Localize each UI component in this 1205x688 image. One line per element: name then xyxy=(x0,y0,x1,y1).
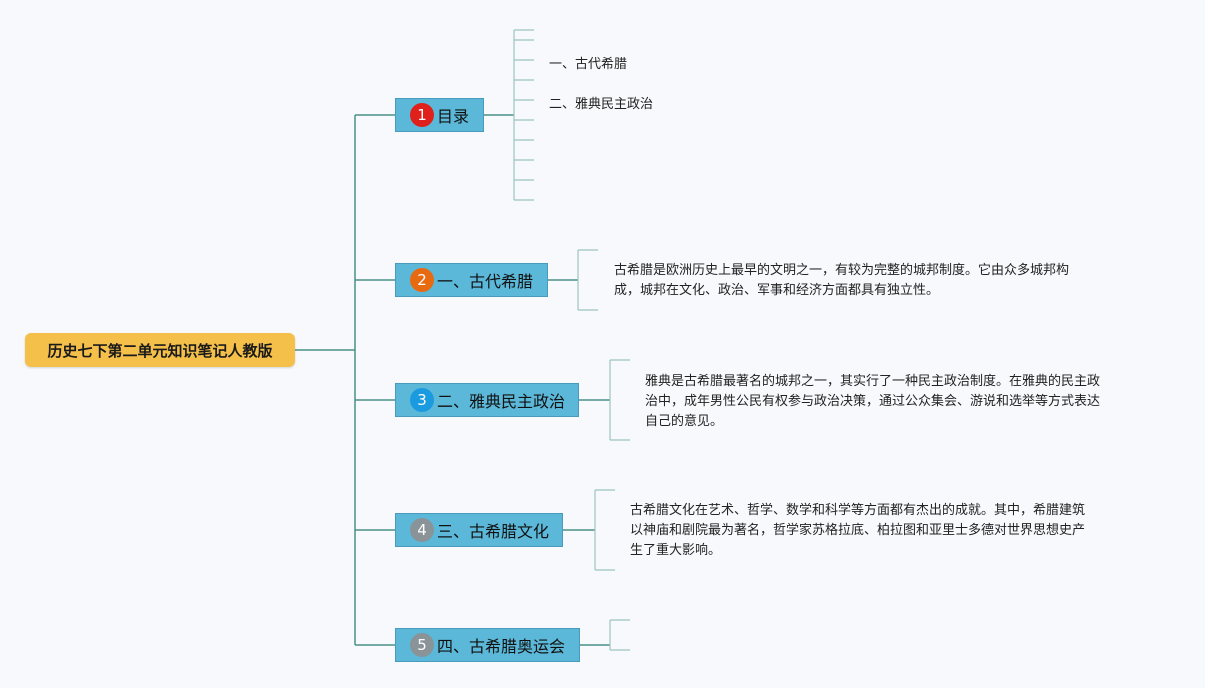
description-line: 治中，成年男性公民有权参与政治决策，通过公众集会、游说和选举等方式表达 xyxy=(645,394,1101,409)
root-title: 历史七下第二单元知识笔记人教版 xyxy=(47,341,273,360)
description-line: 古希腊文化在艺术、哲学、数学和科学等方面都有杰出的成就。其中，希腊建筑 xyxy=(630,503,1086,518)
topic-label: 二、雅典民主政治 xyxy=(437,392,566,411)
root-node[interactable]: 历史七下第二单元知识笔记人教版 xyxy=(25,333,295,367)
topic-olympics[interactable]: 5 四、古希腊奥运会 xyxy=(395,628,580,662)
number-badge-4: 4 xyxy=(410,518,434,542)
subtopic-ancient-greece[interactable]: 一、古代希腊 xyxy=(549,57,628,72)
description-athens-democracy: 雅典是古希腊最著名的城邦之一，其实行了一种民主政治制度。在雅典的民主政 治中，成… xyxy=(645,372,1100,432)
description-line: 生了重大影响。 xyxy=(630,543,722,558)
description-line: 成，城邦在文化、政治、军事和经济方面都具有独立性。 xyxy=(614,283,940,298)
topic-contents[interactable]: 1 目录 xyxy=(395,98,484,132)
number-badge-5: 5 xyxy=(410,633,434,657)
topic-athens-democracy[interactable]: 3 二、雅典民主政治 xyxy=(395,383,579,417)
description-line: 雅典是古希腊最著名的城邦之一，其实行了一种民主政治制度。在雅典的民主政 xyxy=(645,374,1101,389)
topic-greek-culture[interactable]: 4 三、古希腊文化 xyxy=(395,513,563,547)
description-ancient-greece: 古希腊是欧洲历史上最早的文明之一，有较为完整的城邦制度。它由众多城邦构 成，城邦… xyxy=(614,261,1069,301)
subtopic-athens-democracy[interactable]: 二、雅典民主政治 xyxy=(549,97,654,112)
topic-label: 四、古希腊奥运会 xyxy=(437,637,566,656)
topic-ancient-greece[interactable]: 2 一、古代希腊 xyxy=(395,263,548,297)
description-line: 以神庙和剧院最为著名，哲学家苏格拉底、柏拉图和亚里士多德对世界思想史产 xyxy=(630,523,1086,538)
description-line: 古希腊是欧洲历史上最早的文明之一，有较为完整的城邦制度。它由众多城邦构 xyxy=(614,263,1070,278)
topic-label: 目录 xyxy=(437,107,470,126)
description-line: 自己的意见。 xyxy=(645,414,724,429)
topic-label: 一、古代希腊 xyxy=(437,272,534,291)
description-greek-culture: 古希腊文化在艺术、哲学、数学和科学等方面都有杰出的成就。其中，希腊建筑 以神庙和… xyxy=(630,501,1085,561)
number-badge-1: 1 xyxy=(410,103,434,127)
topic-label: 三、古希腊文化 xyxy=(437,522,550,541)
number-badge-3: 3 xyxy=(410,388,434,412)
number-badge-2: 2 xyxy=(410,268,434,292)
